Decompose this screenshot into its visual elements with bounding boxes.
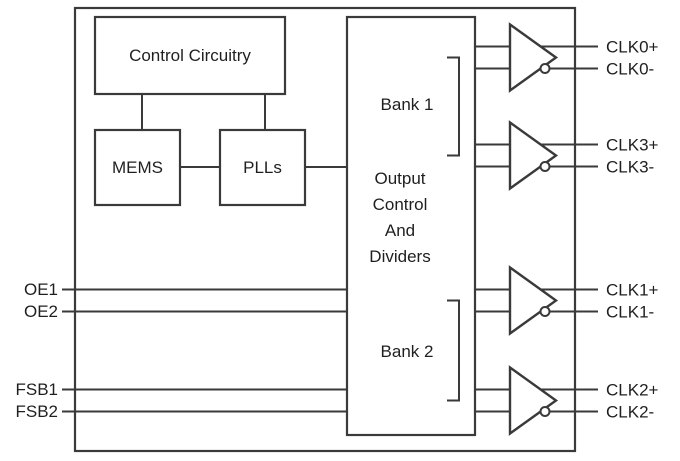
clk0-inverter-bubble-icon bbox=[539, 63, 551, 74]
oe1-pin-label: OE1 bbox=[24, 280, 58, 299]
mems-box bbox=[93, 128, 182, 207]
clk0-buffer bbox=[475, 22, 598, 93]
output-control-label-line1: Output bbox=[374, 169, 425, 188]
mems-label: MEMS bbox=[112, 158, 163, 177]
clk2-minus-pin-label: CLK2- bbox=[606, 403, 654, 422]
clk2-buffer bbox=[475, 365, 598, 436]
output-control-label-line4: Dividers bbox=[369, 247, 430, 266]
clk2-inverter-bubble-icon bbox=[539, 406, 551, 417]
control-circuitry-label: Control Circuitry bbox=[129, 46, 251, 65]
clk0-driver-triangle-icon bbox=[508, 22, 559, 93]
clk3-buffer bbox=[475, 120, 598, 191]
clk1-driver-triangle-icon bbox=[508, 265, 559, 336]
output-control-box bbox=[345, 15, 477, 437]
bank1-bracket bbox=[447, 56, 460, 157]
bank2-label: Bank 2 bbox=[381, 342, 434, 361]
fsb1-pin-label: FSB1 bbox=[15, 380, 58, 399]
plls-label: PLLs bbox=[243, 158, 282, 177]
clk1-buffer bbox=[475, 265, 598, 336]
clk0-plus-pin-label: CLK0+ bbox=[606, 38, 659, 57]
control-circuitry-box bbox=[93, 15, 287, 96]
clk1-minus-pin-label: CLK1- bbox=[606, 303, 654, 322]
clk3-minus-pin-label: CLK3- bbox=[606, 158, 654, 177]
clk1-inverter-bubble-icon bbox=[539, 306, 551, 317]
fsb2-pin-label: FSB2 bbox=[15, 402, 58, 421]
clk3-inverter-bubble-icon bbox=[539, 161, 551, 172]
clk1-plus-pin-label: CLK1+ bbox=[606, 281, 659, 300]
clk0-minus-pin-label: CLK0- bbox=[606, 60, 654, 79]
clk3-driver-triangle-icon bbox=[508, 120, 559, 191]
chip-boundary-box bbox=[73, 6, 577, 453]
clk2-driver-triangle-icon bbox=[508, 365, 559, 436]
output-control-label-line2: Control bbox=[373, 195, 428, 214]
clk2-plus-pin-label: CLK2+ bbox=[606, 381, 659, 400]
output-control-label-line3: And bbox=[385, 221, 415, 240]
bank1-label: Bank 1 bbox=[381, 95, 434, 114]
bank2-bracket bbox=[447, 299, 460, 402]
clk3-plus-pin-label: CLK3+ bbox=[606, 136, 659, 155]
oe2-pin-label: OE2 bbox=[24, 302, 58, 321]
